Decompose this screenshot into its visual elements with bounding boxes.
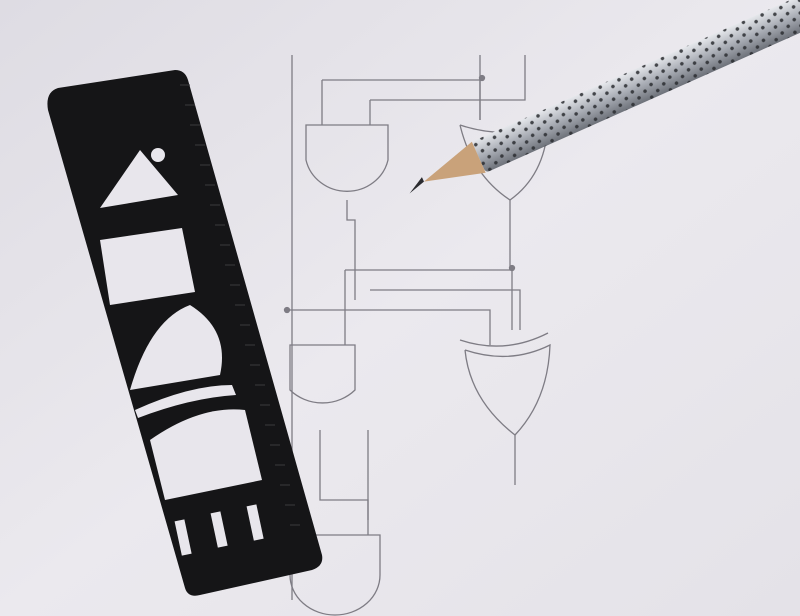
ruler-ticks: [180, 84, 300, 526]
logic-stencil: [47, 70, 323, 596]
square-cutout: [100, 228, 195, 305]
and-gate-2: [289, 344, 356, 404]
pencil: [409, 0, 800, 194]
and-gate-3: [289, 534, 381, 616]
triangle-cutout: [100, 150, 178, 208]
and-shape-cutout: [130, 305, 222, 390]
and-gate-1: [305, 124, 389, 192]
or-shape-cutout: [150, 409, 262, 500]
xor-gate: [464, 343, 551, 436]
stencil-cutouts: [100, 148, 264, 556]
